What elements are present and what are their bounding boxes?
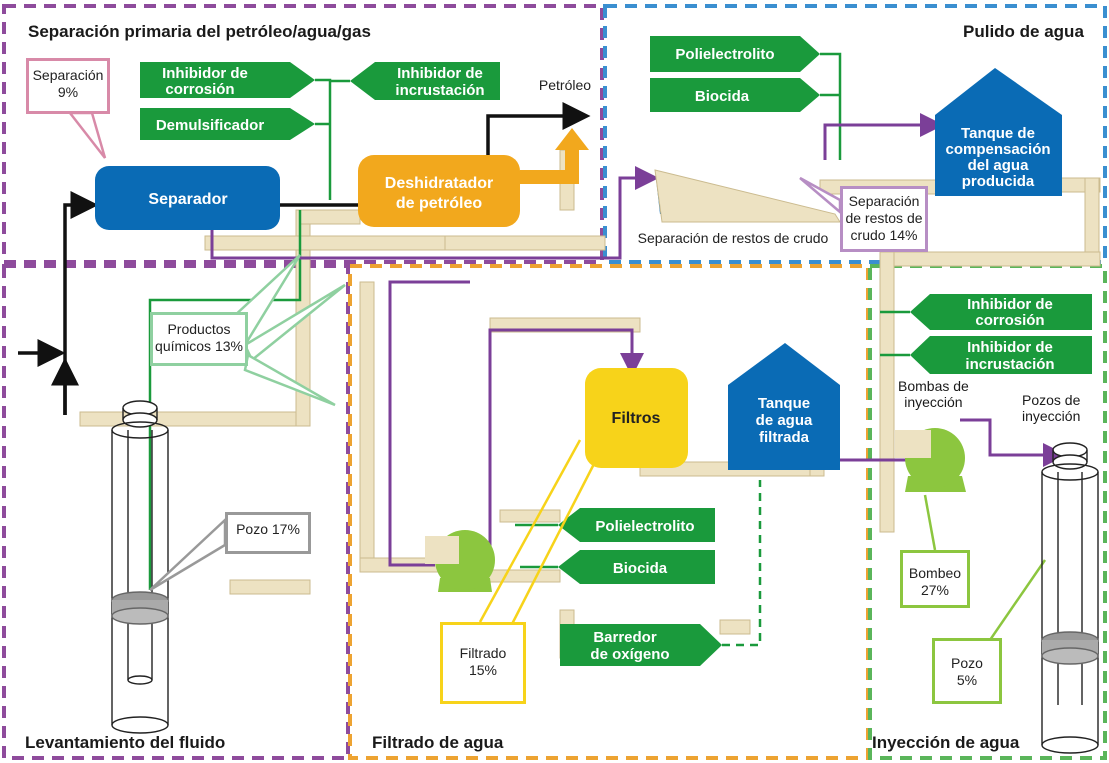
water-flow-lines [210,113,1067,567]
comp-line4: producida [962,173,1035,190]
dehydrator-box [358,155,520,227]
left-well-icon [111,400,169,734]
callout-crude-residue: Separación de restos de crudo 14% [840,186,928,252]
injection-wells-line1: Pozos de [1022,392,1081,408]
polyelectrolyte-top-shape [650,36,820,72]
corrosion-top-line2: corrosión [165,81,234,98]
injection-pumps-label: Bombas de inyección [898,378,969,410]
callout-well-line1: Pozo 17% [236,521,300,537]
callout-filtered-line1: Filtrado [459,645,507,661]
filters-label: Filtros [612,410,661,427]
scale-right-line2: incrustación [965,356,1054,373]
injection-pump-icon [895,428,966,492]
oxygen-line1: Barredor [593,629,657,646]
callout-crude-line3: crudo 14% [850,227,918,243]
polyelectrolyte-mid-shape [558,508,715,542]
section-borders [2,4,1107,760]
petroleum-output-arrow [520,128,589,184]
comp-line2: compensación [945,141,1050,158]
crude-separation-label: Separación de restos de crudo [638,230,829,246]
callout-separation-line1: Separación [32,67,104,83]
callout-filtered: Filtrado 15% [440,622,526,704]
dehydrator-line2: de petróleo [396,195,482,212]
callout-pumping-line1: Bombeo [908,565,962,581]
injection-pumps-line2: inyección [904,394,963,410]
callout-crude-line2: de restos de [845,210,923,226]
oxygen-line2: de oxígeno [590,646,669,663]
ftank-line2: de agua [756,412,813,429]
callout-injection-well: Pozo 5% [932,638,1002,704]
crude-separation-wedge-3d [654,169,841,223]
separator-label: Separador [148,191,227,208]
callout-separation-line2: 9% [57,84,79,100]
callout-well: Pozo 17% [225,512,311,554]
dehydrator-line1: Deshidratador [385,175,493,192]
chemical-arrows [140,36,1092,666]
demulsifier-shape [140,108,315,140]
chemical-labels: Inhibidor de corrosión Demulsificador In… [156,46,1055,663]
section-title-polish: Pulido de agua [963,22,1084,41]
callout-injection-well-line2: 5% [956,672,978,688]
petroleum-label: Petróleo [539,77,591,93]
callout-separation: Separación 9% [26,58,110,114]
biocide-top-shape [650,78,820,112]
comp-line3: del agua [968,157,1030,174]
callout-pumping: Bombeo 27% [900,550,970,608]
biocide-top-label: Biocida [695,88,750,105]
corrosion-inhibitor-right-shape [910,294,1092,330]
ftank-line3: filtrada [759,429,810,446]
callout-chemicals-line1: Productos [167,321,231,337]
scale-inhibitor-right-shape [910,336,1092,374]
injection-wells-line2: inyección [1022,408,1081,424]
corrosion-right-line1: Inhibidor de [967,296,1053,313]
section-title-lift: Levantamiento del fluido [25,733,226,752]
scale-top-line1: Inhibidor de [397,65,483,82]
callout-injection-well-line1: Pozo [951,655,983,671]
section-title-injection: Inyección de agua [872,733,1020,752]
injection-wells-label: Pozos de inyección [1022,392,1080,424]
biocide-mid-shape [558,550,715,584]
polyelectrolyte-mid-label: Polielectrolito [595,518,694,535]
scale-right-line1: Inhibidor de [967,339,1053,356]
section-title-filtering: Filtrado de agua [372,733,504,752]
oxygen-scavenger-shape [560,624,722,666]
filter-pump-icon [425,530,495,592]
callout-pumping-line2: 27% [920,582,950,598]
callout-chemicals-line2: químicos 13% [155,338,243,354]
ftank-line1: Tanque [758,395,810,412]
injection-pumps-line1: Bombas de [898,378,969,394]
scale-inhibitor-top-shape [350,62,500,100]
comp-line1: Tanque de [961,125,1035,142]
corrosion-top-line1: Inhibidor de [162,65,248,82]
biocide-mid-label: Biocida [613,560,668,577]
corrosion-right-line2: corrosión [975,312,1044,329]
corrosion-inhibitor-top-shape [140,62,315,98]
demulsifier-label: Demulsificador [156,117,265,134]
callout-filtered-line2: 15% [468,662,498,678]
callout-chemicals: Productos químicos 13% [150,312,248,366]
right-well-icon [1041,442,1099,754]
callout-pointers [67,111,842,592]
filtered-tank-shape [728,343,840,470]
callout-crude-line1: Separación [848,193,920,209]
compensation-tank-shape [935,68,1062,196]
section-title-primary: Separación primaria del petróleo/agua/ga… [28,22,371,41]
scale-top-line2: incrustación [395,82,484,99]
callout-connectors [478,439,1047,641]
polyelectrolyte-top-label: Polielectrolito [675,46,774,63]
oil-flow-lines [18,102,591,415]
separator-box [95,166,280,230]
filters-box [585,368,688,468]
